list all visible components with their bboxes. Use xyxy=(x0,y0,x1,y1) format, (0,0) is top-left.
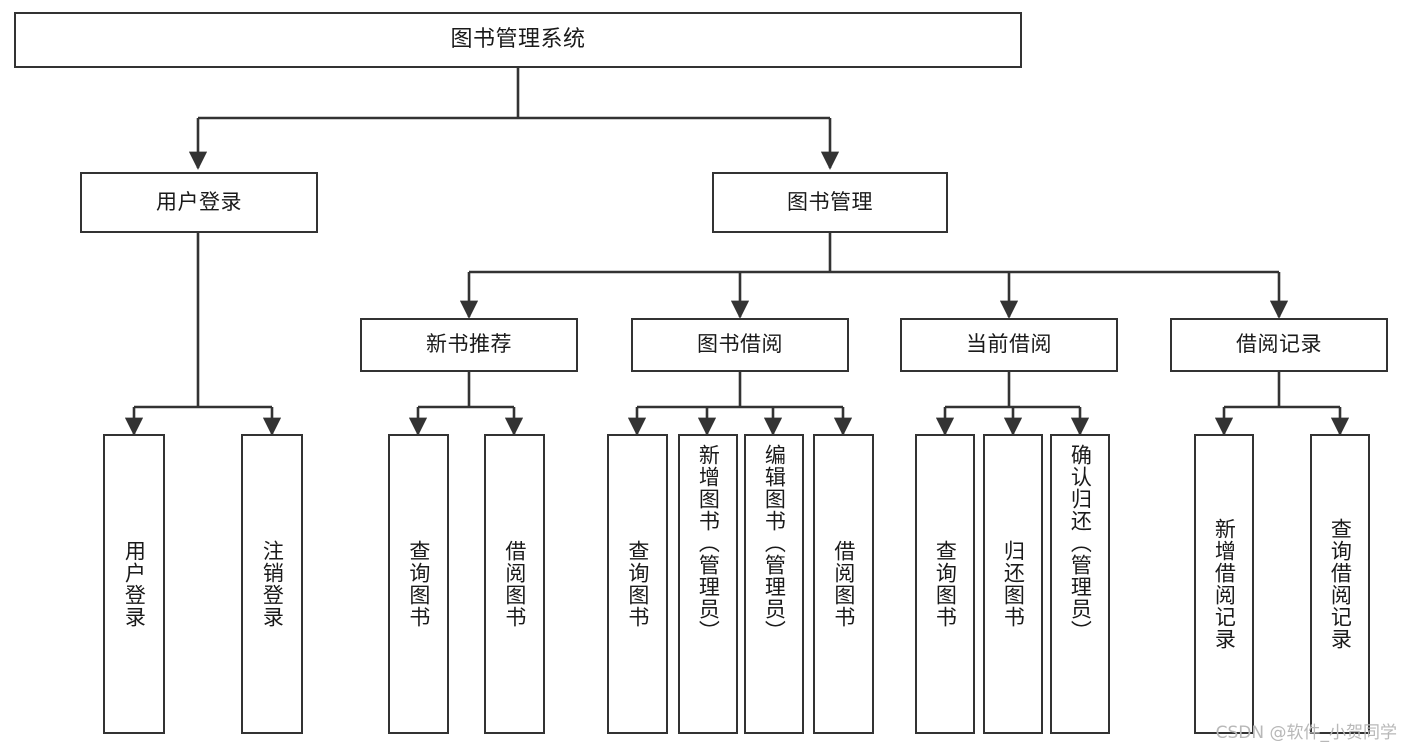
node-book-borrow-label: 图书借阅 xyxy=(697,332,783,357)
leaf-borrow-book-new-rec-label: 借阅图书 xyxy=(502,540,527,628)
leaf-add-record-label: 新增借阅记录 xyxy=(1212,518,1237,650)
node-borrow-record-label: 借阅记录 xyxy=(1236,332,1322,357)
node-user-login[interactable]: 用户登录 xyxy=(80,172,318,233)
node-book-borrow[interactable]: 图书借阅 xyxy=(631,318,849,372)
leaf-add-book-label: 新增图书（管理员） xyxy=(696,444,721,642)
leaf-query-record-label: 查询借阅记录 xyxy=(1328,518,1353,650)
leaf-query-record[interactable]: 查询借阅记录 xyxy=(1310,434,1370,734)
leaf-confirm-return[interactable]: 确认归还（管理员） xyxy=(1050,434,1110,734)
leaf-query-book-borrow-label: 查询图书 xyxy=(625,540,650,628)
leaf-edit-book-label: 编辑图书（管理员） xyxy=(762,444,787,642)
node-current-borrow[interactable]: 当前借阅 xyxy=(900,318,1118,372)
leaf-query-book-borrow[interactable]: 查询图书 xyxy=(607,434,668,734)
leaf-user-login-label: 用户登录 xyxy=(122,540,147,628)
leaf-query-book-new-rec-label: 查询图书 xyxy=(406,540,431,628)
leaf-borrow-book-borrow-label: 借阅图书 xyxy=(831,540,856,628)
node-current-borrow-label: 当前借阅 xyxy=(966,332,1052,357)
leaf-edit-book[interactable]: 编辑图书（管理员） xyxy=(744,434,804,734)
leaf-add-record[interactable]: 新增借阅记录 xyxy=(1194,434,1254,734)
leaf-user-login[interactable]: 用户登录 xyxy=(103,434,165,734)
node-root[interactable]: 图书管理系统 xyxy=(14,12,1022,68)
leaf-query-book-current[interactable]: 查询图书 xyxy=(915,434,975,734)
leaf-user-logout[interactable]: 注销登录 xyxy=(241,434,303,734)
node-new-book-rec-label: 新书推荐 xyxy=(426,332,512,357)
leaf-confirm-return-label: 确认归还（管理员） xyxy=(1068,444,1093,642)
node-book-manage[interactable]: 图书管理 xyxy=(712,172,948,233)
leaf-query-book-current-label: 查询图书 xyxy=(933,540,958,628)
node-root-label: 图书管理系统 xyxy=(450,26,586,52)
leaf-query-book-new-rec[interactable]: 查询图书 xyxy=(388,434,449,734)
leaf-borrow-book-borrow[interactable]: 借阅图书 xyxy=(813,434,874,734)
node-book-manage-label: 图书管理 xyxy=(787,189,873,214)
node-borrow-record[interactable]: 借阅记录 xyxy=(1170,318,1388,372)
leaf-add-book[interactable]: 新增图书（管理员） xyxy=(678,434,738,734)
node-user-login-label: 用户登录 xyxy=(156,189,242,214)
leaf-borrow-book-new-rec[interactable]: 借阅图书 xyxy=(484,434,545,734)
leaf-user-logout-label: 注销登录 xyxy=(260,540,285,628)
leaf-return-book[interactable]: 归还图书 xyxy=(983,434,1043,734)
leaf-return-book-label: 归还图书 xyxy=(1001,540,1026,628)
node-new-book-rec[interactable]: 新书推荐 xyxy=(360,318,578,372)
